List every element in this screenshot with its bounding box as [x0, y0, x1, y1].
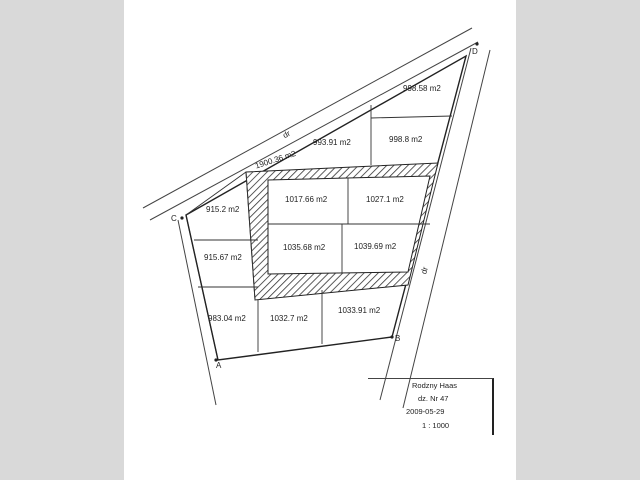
- road-right-edge-inner: [402, 49, 491, 409]
- plot-label: 1035.68 m2: [283, 243, 326, 252]
- title-block-place: Rodzny Haas: [412, 381, 458, 390]
- title-block-parcel: dz. Nr 47: [418, 394, 449, 403]
- map-sheet: [124, 0, 516, 480]
- corner-d-marker: [475, 42, 479, 46]
- title-block-scale: 1 : 1000: [422, 421, 450, 430]
- left-boundary-outer: [177, 219, 217, 406]
- plot-label: 1032.7 m2: [270, 314, 308, 323]
- plot-lines: [185, 105, 453, 352]
- plot-label: 998.8 m2: [389, 135, 423, 144]
- plot-label: 1027.1 m2: [366, 195, 404, 204]
- plot-label: 1039.69 m2: [354, 242, 397, 251]
- road-top-edge-inner: [149, 41, 479, 221]
- plot-label: 1017.66 m2: [285, 195, 328, 204]
- corner-a-marker: [214, 358, 218, 362]
- plot-label: 993.91 m2: [313, 138, 351, 147]
- road-top-edge-outer: [142, 27, 473, 209]
- corner-b-marker: [390, 335, 394, 339]
- plot-label: 998.58 m2: [403, 84, 441, 93]
- title-block-date: 2009-05-29: [406, 407, 445, 416]
- corner-a-label: A: [216, 361, 222, 370]
- title-block: Rodzny Haas dz. Nr 47 2009-05-29 1 : 100…: [368, 378, 494, 435]
- corner-c-label: C: [171, 214, 177, 223]
- corner-c-marker: [180, 216, 184, 220]
- corner-b-label: B: [395, 334, 401, 343]
- corner-d-label: D: [472, 47, 478, 56]
- plot-label: 983.04 m2: [208, 314, 246, 323]
- plot-label: 915.67 m2: [204, 253, 242, 262]
- plot-label: 1033.91 m2: [338, 306, 381, 315]
- plot-label: 915.2 m2: [206, 205, 240, 214]
